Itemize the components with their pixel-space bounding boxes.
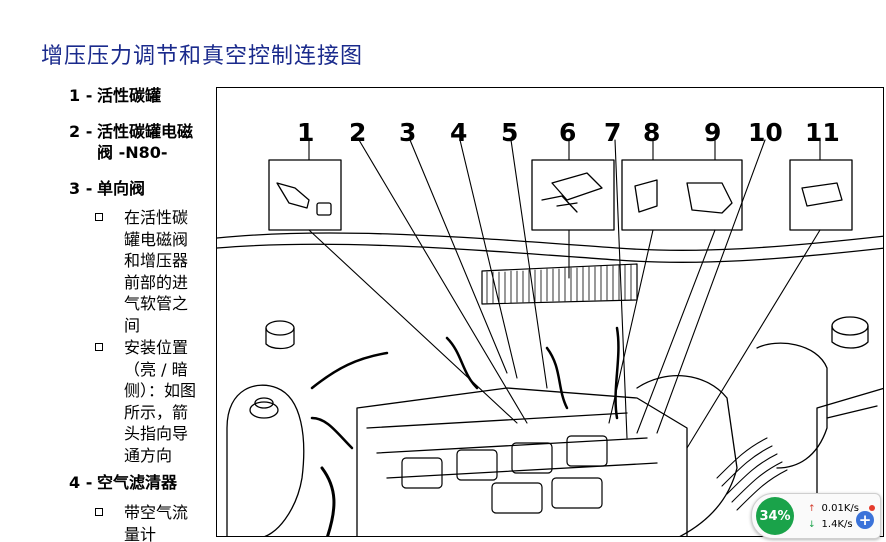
download-value: 1.4K/s xyxy=(821,519,853,530)
callout-9: 9 xyxy=(704,118,722,147)
notification-dot xyxy=(869,505,875,511)
upload-value: 0.01K/s xyxy=(821,503,859,514)
engine-line-drawing xyxy=(217,139,883,536)
plus-icon[interactable]: + xyxy=(856,511,874,529)
callout-11: 11 xyxy=(805,118,840,147)
list-item-2: 2 -活性碳罐电磁阀 -N80- xyxy=(69,121,193,163)
item-text: 空气滤清器 xyxy=(97,473,178,492)
arrow-down-icon: ↓ xyxy=(808,520,816,530)
item-number: 4 - xyxy=(69,473,93,492)
list-item-1: 1 -活性碳罐 xyxy=(69,85,207,106)
callout-3: 3 xyxy=(399,118,417,147)
list-item-3: 3 -单向阀 xyxy=(69,178,207,199)
item-text: 单向阀 xyxy=(97,179,146,198)
callout-10: 10 xyxy=(748,118,783,147)
item-number: 3 - xyxy=(69,179,93,198)
network-monitor-widget[interactable]: 34% ↑ 0.01K/s ↓ 1.4K/s + xyxy=(751,493,881,539)
callout-2: 2 xyxy=(349,118,367,147)
sub-item-2: 安装位置（亮 / 暗侧）：如图所示，箭头指向导通方向 xyxy=(95,337,205,465)
download-speed: ↓ 1.4K/s xyxy=(808,519,853,530)
sub-item-3: 带空气流量计 xyxy=(95,502,205,542)
callout-1: 1 xyxy=(297,118,315,147)
sub-item-text: 带空气流量计 xyxy=(124,503,189,542)
callout-7: 7 xyxy=(604,118,622,147)
callout-5: 5 xyxy=(501,118,519,147)
bullet-icon xyxy=(95,508,103,516)
sub-item-text: 在活性碳罐电磁阀和增压器前部的进气软管之间 xyxy=(124,208,189,335)
item-text: 活性碳罐 xyxy=(97,86,162,105)
callout-6: 6 xyxy=(559,118,577,147)
arrow-up-icon: ↑ xyxy=(808,504,816,514)
item-number: 1 - xyxy=(69,86,93,105)
callout-4: 4 xyxy=(450,118,468,147)
sub-item-1: 在活性碳罐电磁阀和增压器前部的进气软管之间 xyxy=(95,207,205,335)
item-number: 2 - xyxy=(69,122,93,141)
engine-diagram xyxy=(216,87,884,537)
list-item-4: 4 -空气滤清器 xyxy=(69,472,207,493)
bullet-icon xyxy=(95,343,103,351)
cpu-percent-badge: 34% xyxy=(756,497,794,535)
item-text: 活性碳罐电磁阀 -N80- xyxy=(97,122,194,162)
sub-item-text: 安装位置（亮 / 暗侧）：如图所示，箭头指向导通方向 xyxy=(124,338,197,465)
upload-speed: ↑ 0.01K/s xyxy=(808,503,859,514)
page-title: 增压压力调节和真空控制连接图 xyxy=(41,44,364,69)
callout-8: 8 xyxy=(643,118,661,147)
bullet-icon xyxy=(95,213,103,221)
